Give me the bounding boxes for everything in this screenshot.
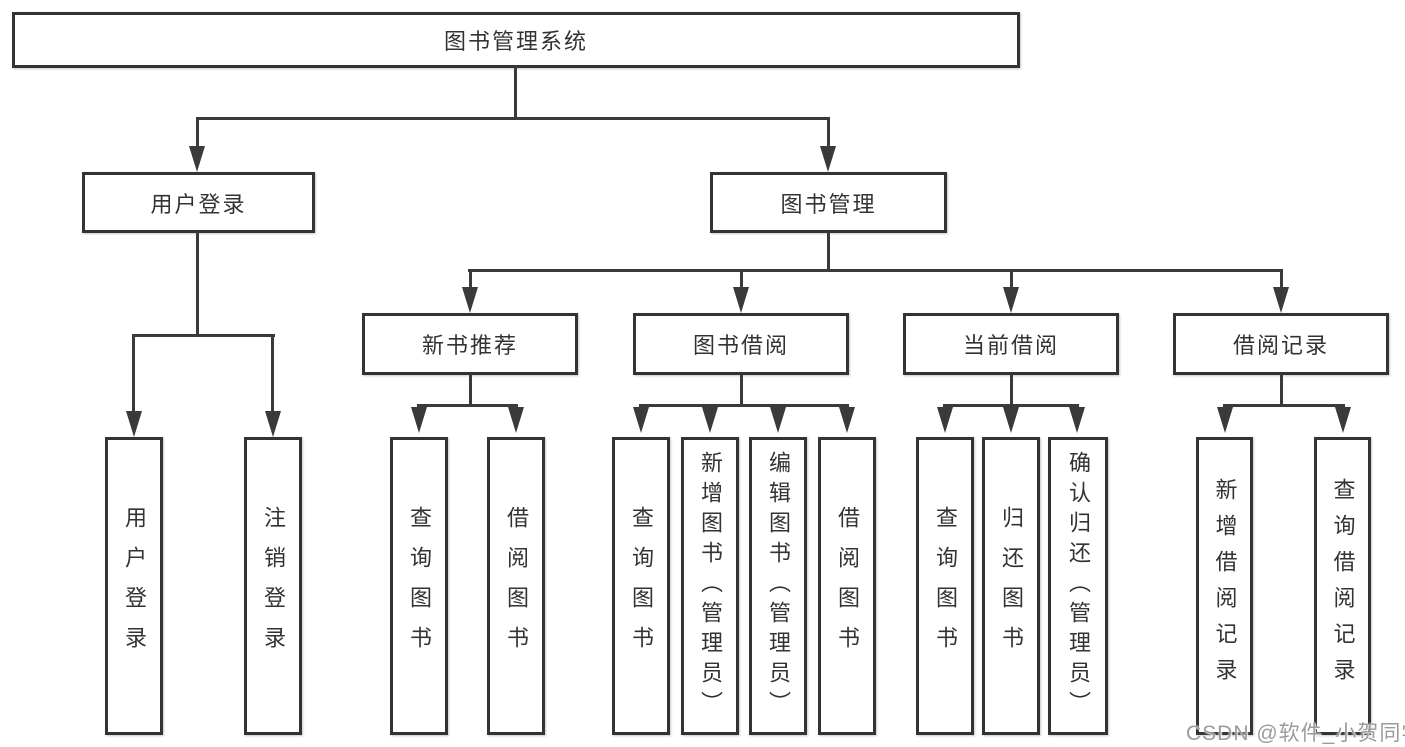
connector-drop-borrow-records <box>1280 269 1283 289</box>
connector-current-borrow-stem <box>1010 375 1013 407</box>
arrow-to-current-borrow <box>1003 287 1019 313</box>
leaf-query-borrow-record: 查询借阅记录 <box>1314 437 1371 735</box>
leaf-add-borrow-record-label: 新增借阅记录 <box>1212 478 1238 694</box>
arrow-to-leaf-logout <box>265 411 281 437</box>
leaf-borrow-books-1-label: 借阅图书 <box>504 506 529 666</box>
leaf-query-books-1-label: 查询图书 <box>407 506 432 666</box>
arrow-to-leaf-edit-books <box>770 407 786 433</box>
arrow-to-leaf-confirm-return <box>1069 407 1085 433</box>
leaf-query-borrow-record-label: 查询借阅记录 <box>1330 478 1356 694</box>
node-library-system-label: 图书管理系统 <box>443 29 588 54</box>
leaf-edit-books-label: 编辑图书（管理员） <box>766 451 791 721</box>
connector-drop-new-book <box>469 269 472 289</box>
leaf-user-login-label: 用户登录 <box>122 506 147 666</box>
connector-user-login-bus <box>132 334 275 337</box>
leaf-borrow-books-1: 借阅图书 <box>487 437 545 735</box>
arrow-to-leaf-borrow-books-2 <box>839 407 855 433</box>
leaf-confirm-return-label: 确认归还（管理员） <box>1066 451 1091 721</box>
watermark: CSDN @软件_小贺同学 <box>1186 722 1405 745</box>
connector-drop-book-management <box>827 117 830 148</box>
leaf-query-books-3-label: 查询图书 <box>933 506 958 666</box>
leaf-logout-label: 注销登录 <box>261 506 286 666</box>
leaf-query-books-2-label: 查询图书 <box>629 506 654 666</box>
leaf-add-books: 新增图书（管理员） <box>681 437 739 735</box>
connector-book-management-bus <box>468 269 1282 272</box>
connector-new-book-bus <box>417 404 518 407</box>
leaf-query-books-2: 查询图书 <box>612 437 670 735</box>
node-book-borrow: 图书借阅 <box>633 313 849 375</box>
leaf-logout: 注销登录 <box>244 437 302 735</box>
connector-book-borrow-stem <box>740 375 743 407</box>
node-book-borrow-label: 图书借阅 <box>692 333 789 358</box>
connector-drop-leaf-user-login <box>132 334 135 413</box>
connector-user-login-stem <box>196 232 199 337</box>
leaf-return-books-label: 归还图书 <box>999 506 1024 666</box>
connector-drop-current-borrow <box>1010 269 1013 289</box>
leaf-add-borrow-record: 新增借阅记录 <box>1196 437 1253 735</box>
arrow-to-leaf-user-login <box>126 411 142 437</box>
node-book-management: 图书管理 <box>710 172 947 233</box>
node-borrow-records: 借阅记录 <box>1173 313 1389 375</box>
connector-current-borrow-bus <box>943 404 1079 407</box>
connector-borrow-records-stem <box>1280 375 1283 407</box>
node-user-login-label: 用户登录 <box>150 191 247 217</box>
arrow-to-leaf-return-books <box>1003 407 1019 433</box>
arrow-to-book-borrow <box>733 287 749 313</box>
connector-drop-book-borrow <box>740 269 743 289</box>
node-borrow-records-label: 借阅记录 <box>1232 333 1329 358</box>
arrow-to-leaf-query-books-1 <box>411 407 427 433</box>
node-new-book-recommend: 新书推荐 <box>362 313 578 375</box>
arrow-to-new-book <box>462 287 478 313</box>
connector-book-management-stem <box>827 232 830 272</box>
leaf-add-books-label: 新增图书（管理员） <box>698 451 723 721</box>
leaf-confirm-return: 确认归还（管理员） <box>1048 437 1108 735</box>
arrow-to-leaf-query-books-3 <box>937 407 953 433</box>
connector-book-borrow-bus <box>639 404 849 407</box>
connector-new-book-stem <box>469 375 472 407</box>
arrow-to-leaf-add-books <box>702 407 718 433</box>
arrow-to-leaf-query-books-2 <box>633 407 649 433</box>
leaf-borrow-books-2: 借阅图书 <box>818 437 876 735</box>
arrow-to-leaf-add-borrow-record <box>1217 407 1233 433</box>
arrow-to-borrow-records <box>1273 287 1289 313</box>
node-current-borrow-label: 当前借阅 <box>962 333 1059 358</box>
connector-drop-leaf-logout <box>271 334 274 413</box>
node-user-login: 用户登录 <box>82 172 315 233</box>
node-book-management-label: 图书管理 <box>780 191 877 217</box>
leaf-user-login: 用户登录 <box>105 437 163 735</box>
node-new-book-recommend-label: 新书推荐 <box>421 333 518 358</box>
arrow-to-leaf-borrow-books-1 <box>508 407 524 433</box>
arrow-to-leaf-query-borrow-record <box>1335 407 1351 433</box>
node-library-system: 图书管理系统 <box>12 12 1020 68</box>
connector-root-bus <box>197 117 830 120</box>
leaf-query-books-1: 查询图书 <box>390 437 448 735</box>
connector-root-stem <box>514 66 517 119</box>
leaf-borrow-books-2-label: 借阅图书 <box>835 506 860 666</box>
node-current-borrow: 当前借阅 <box>903 313 1119 375</box>
connector-borrow-records-bus <box>1223 404 1345 407</box>
leaf-edit-books: 编辑图书（管理员） <box>749 437 807 735</box>
connector-drop-user-login <box>196 117 199 148</box>
leaf-return-books: 归还图书 <box>982 437 1040 735</box>
leaf-query-books-3: 查询图书 <box>916 437 974 735</box>
arrow-to-user-login <box>189 146 205 172</box>
arrow-to-book-management <box>820 146 836 172</box>
